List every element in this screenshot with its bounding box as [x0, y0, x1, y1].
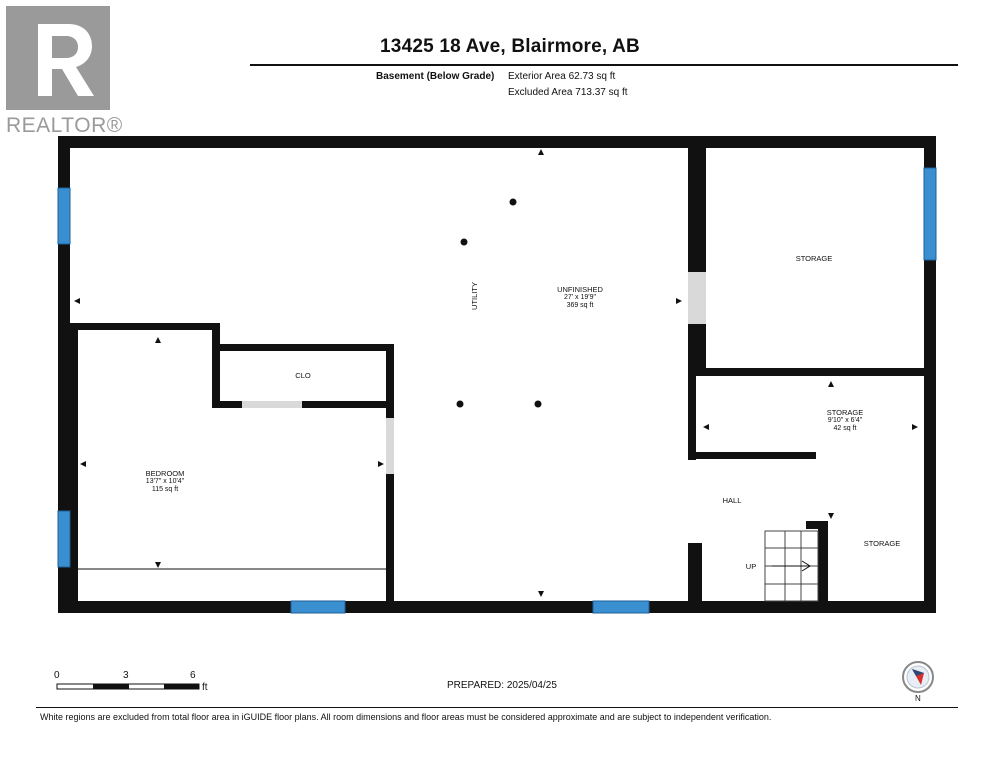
window-west-lower — [57, 510, 71, 568]
room-label-bedroom: BEDROOM — [145, 469, 185, 478]
prepared-date: PREPARED: 2025/04/25 — [447, 680, 557, 691]
door-storage-top — [688, 272, 706, 324]
room-storage-mid: STORAGE 9'10" x 6'4" 42 sq ft — [805, 408, 885, 433]
walls — [58, 136, 936, 613]
scale-tick-0: 0 — [54, 670, 60, 681]
exterior-area-text: Exterior Area 62.73 sq ft — [508, 71, 616, 82]
window-south-bedroom — [290, 600, 346, 614]
room-label-unfinished: UNFINISHED — [557, 285, 603, 294]
dimension-arrows — [74, 149, 918, 597]
room-dims-unfinished: 27' x 19'9" — [563, 294, 596, 301]
excluded-area-text: Excluded Area 713.37 sq ft — [508, 87, 628, 98]
room-label-storage-bottom: STORAGE — [863, 539, 901, 548]
room-area-storage-mid: 42 sq ft — [833, 425, 857, 432]
realtor-logo-text: REALTOR® — [6, 114, 123, 137]
header-divider — [250, 64, 958, 66]
stairs — [764, 530, 819, 602]
floor-level-name: Basement (Below Grade) — [376, 71, 495, 82]
room-label-storage-top: STORAGE — [795, 254, 833, 263]
wall-storage-west-thick — [696, 148, 706, 368]
stairs-label-up: UP — [745, 562, 757, 571]
room-dims-bedroom: 13'7" x 10'4" — [145, 478, 185, 485]
door-clo — [242, 401, 302, 408]
window-south-utility — [592, 600, 650, 614]
footer-divider — [36, 707, 958, 708]
room-label-utility: UTILITY — [470, 282, 479, 310]
room-area-unfinished: 369 sq ft — [566, 302, 594, 309]
room-dims-storage-mid: 9'10" x 6'4" — [827, 417, 863, 424]
scale-tick-3: 3 — [123, 670, 129, 681]
room-area-bedroom: 115 sq ft — [151, 486, 179, 493]
room-bedroom: BEDROOM 13'7" x 10'4" 115 sq ft — [125, 469, 205, 494]
wall-stair-top — [806, 521, 824, 529]
scale-unit: ft — [202, 682, 208, 693]
listing-address-title: 13425 18 Ave, Blairmore, AB — [380, 36, 640, 57]
wall-clo-north — [212, 344, 390, 351]
scale-bar — [56, 683, 200, 690]
wall-bedroom-north — [70, 323, 220, 330]
room-label-hall: HALL — [722, 496, 742, 505]
wall-south — [58, 601, 936, 613]
wall-hall-stub — [688, 543, 702, 603]
wall-storage-mid-south — [688, 452, 816, 459]
windows — [57, 167, 937, 614]
wall-clo-west — [212, 323, 220, 408]
window-east — [923, 167, 937, 261]
wall-west — [58, 136, 70, 613]
window-west-upper — [57, 187, 71, 245]
realtor-logo — [6, 6, 116, 136]
room-label-clo: CLO — [295, 371, 311, 380]
compass-north-label: N — [915, 694, 921, 703]
door-bedroom — [386, 418, 394, 474]
wall-stair-east — [818, 521, 828, 603]
wall-north — [58, 136, 936, 148]
room-unfinished: UNFINISHED 27' x 19'9" 369 sq ft — [540, 285, 620, 310]
doors — [242, 272, 706, 474]
disclaimer-text: White regions are excluded from total fl… — [40, 712, 772, 722]
room-label-storage-mid: STORAGE — [826, 408, 864, 417]
wall-bedroom-west — [70, 330, 78, 605]
scale-tick-6: 6 — [190, 670, 196, 681]
north-compass — [902, 661, 934, 693]
wall-storage-south — [696, 368, 924, 376]
support-posts — [456, 198, 542, 408]
